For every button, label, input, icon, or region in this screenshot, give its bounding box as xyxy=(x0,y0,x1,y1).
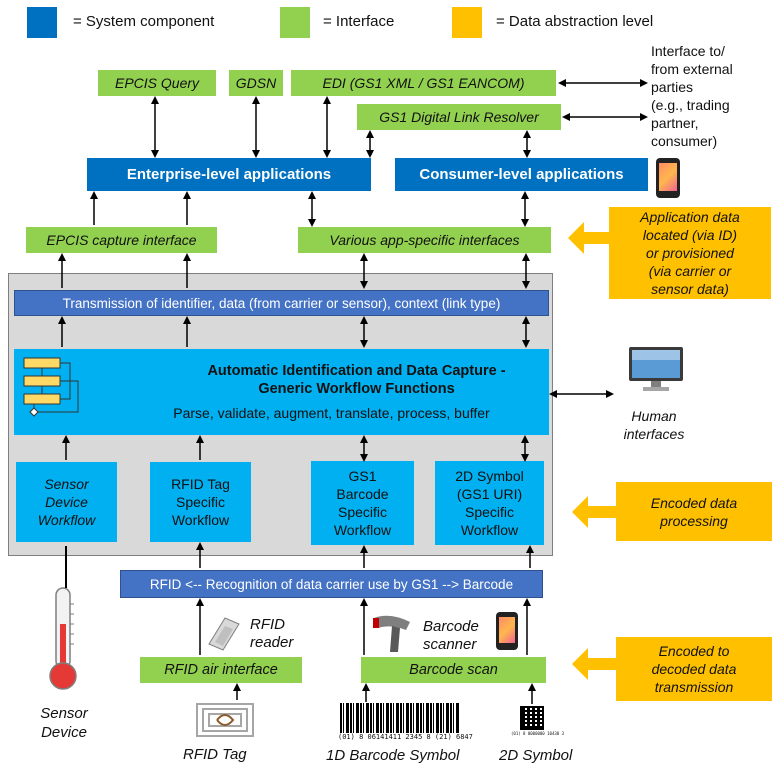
gdsn-interface: GDSN xyxy=(229,70,283,96)
epcis-query-interface: EPCIS Query xyxy=(98,70,216,96)
rfid-tag-label: RFID Tag xyxy=(183,746,247,763)
legend-system-label: = System component xyxy=(73,13,215,30)
rfid-tag-workflow: RFID Tag Specific Workflow xyxy=(150,462,251,542)
rfid-reader-icon xyxy=(208,617,240,651)
legend-interface-swatch xyxy=(280,7,310,38)
barcode-1d-icon xyxy=(340,703,460,733)
symbol-2d-label: 2D Symbol xyxy=(499,747,573,764)
epcis-capture-interface: EPCIS capture interface xyxy=(26,227,217,253)
legend-abstraction-swatch xyxy=(452,7,482,38)
rfid-reader-label: RFID reader xyxy=(250,616,294,651)
symbol-2d-digits: (01) 8 0000000 10430 3 xyxy=(511,731,564,736)
flowchart-icon xyxy=(23,357,79,417)
human-interfaces-label: Human interfaces xyxy=(623,408,685,442)
recognition-bar: RFID <-- Recognition of data carrier use… xyxy=(120,570,543,598)
legend-interface-label: = Interface xyxy=(323,13,395,30)
thermometer-icon xyxy=(49,587,77,690)
monitor-icon xyxy=(629,347,683,391)
consumer-applications: Consumer-level applications xyxy=(395,158,648,191)
barcode-1d-label: 1D Barcode Symbol xyxy=(326,747,460,764)
transmission-bar: Transmission of identifier, data (from c… xyxy=(14,290,549,316)
legend-abstraction-label: = Data abstraction level xyxy=(496,13,654,30)
legend-system-swatch xyxy=(27,7,57,38)
application-data-level: Application data located (via ID) or pro… xyxy=(609,207,771,299)
barcode-scanner-label: Barcode scanner xyxy=(423,618,479,653)
digital-link-resolver-interface: GS1 Digital Link Resolver xyxy=(357,104,561,130)
barcode-scanner-icon xyxy=(373,615,410,652)
barcode-scan-interface: Barcode scan xyxy=(361,657,546,683)
app-specific-interfaces: Various app-specific interfaces xyxy=(298,227,551,253)
sensor-device-workflow: Sensor Device Workflow xyxy=(16,462,117,542)
barcode-workflow: GS1 Barcode Specific Workflow xyxy=(311,461,414,545)
symbol-2d-workflow: 2D Symbol (GS1 URI) Specific Workflow xyxy=(435,461,544,545)
smartphone-scanner-icon xyxy=(496,612,518,650)
symbol-2d-icon xyxy=(520,706,544,730)
barcode-1d-digits: (01) 8 06141411 2345 8 (21) 6847 xyxy=(338,733,473,741)
edi-interface: EDI (GS1 XML / GS1 EANCOM) xyxy=(291,70,556,96)
aidc-generic-workflow: Automatic Identification and Data Captur… xyxy=(14,349,549,435)
rfid-tag-icon xyxy=(196,703,254,737)
encoded-processing-level: Encoded data processing xyxy=(616,482,772,541)
sensor-device-label: Sensor Device xyxy=(40,705,88,741)
enterprise-applications: Enterprise-level applications xyxy=(87,158,371,191)
rfid-air-interface: RFID air interface xyxy=(140,657,302,683)
encoded-transmission-level: Encoded to decoded data transmission xyxy=(616,637,772,701)
smartphone-icon xyxy=(656,158,680,198)
external-parties-label: Interface to/ from external parties (e.g… xyxy=(651,43,733,149)
